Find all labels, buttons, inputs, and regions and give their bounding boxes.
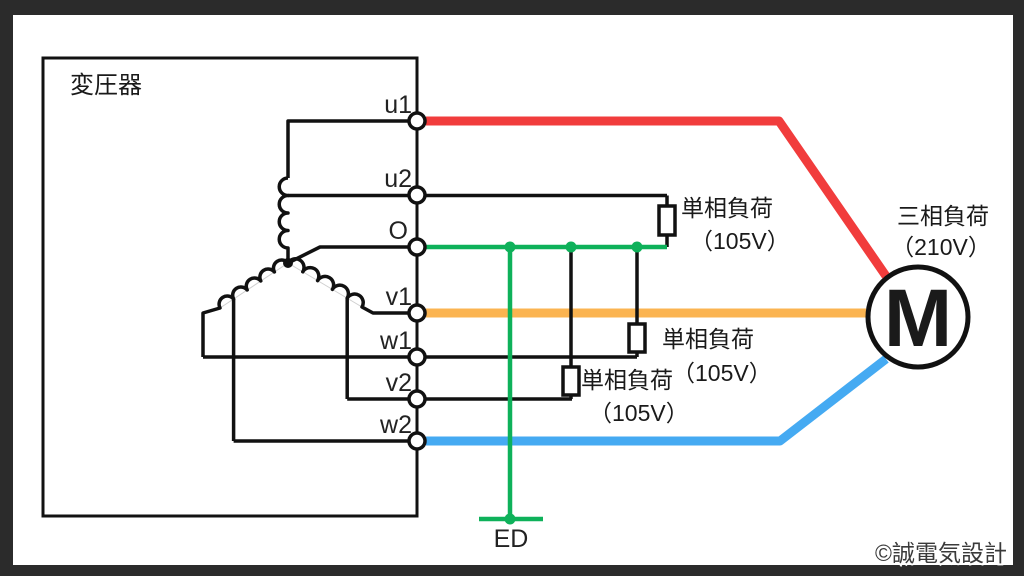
junction-dot — [504, 241, 516, 253]
left-coil-axis — [219, 262, 289, 309]
load3-resistor — [561, 365, 581, 397]
transformer-box — [41, 56, 419, 518]
neutral-junction-dots — [504, 241, 643, 525]
load1-voltage: （105V） — [690, 228, 790, 254]
terminal-label-u1: u1 — [384, 91, 412, 119]
right-coil-axis — [287, 262, 363, 308]
junction-dot — [631, 241, 643, 253]
terminal-label-v1: v1 — [386, 283, 412, 311]
transformer-label: 変圧器 — [70, 72, 142, 99]
terminal-w2 — [407, 431, 427, 451]
terminal-label-o: O — [389, 217, 408, 245]
motor-circle — [865, 264, 971, 370]
junction-dot — [565, 241, 577, 253]
copyright-text: ©誠電気設計 — [875, 540, 1007, 566]
frame-top — [0, 0, 1024, 15]
coil-axis-lines — [219, 262, 363, 309]
phase-u-red-wire — [426, 116, 890, 279]
load2-name: 単相負荷 — [662, 326, 754, 352]
u1-lead-wire — [286, 119, 417, 178]
terminal-o — [407, 237, 427, 257]
frame-right — [1013, 0, 1024, 576]
terminal-w1 — [407, 347, 427, 367]
terminal-label-w1: w1 — [379, 327, 412, 355]
u-winding-coil — [277, 176, 290, 263]
motor-label: M — [884, 273, 952, 364]
terminal-label-u2: u2 — [384, 165, 412, 193]
terminal-u1 — [407, 111, 427, 131]
right-winding-coil — [286, 257, 417, 315]
load3-name: 単相負荷 — [581, 367, 673, 393]
load2-resistor — [627, 322, 647, 354]
star-point-junction — [283, 258, 293, 268]
frame-left — [0, 0, 13, 576]
terminal-label-w2: w2 — [379, 411, 412, 439]
terminal-u2 — [407, 185, 427, 205]
three-phase-load-voltage: （210V） — [891, 234, 991, 260]
load2-voltage: （105V） — [672, 360, 772, 386]
load3-voltage: （105V） — [589, 400, 689, 426]
three-phase-load-name: 三相負荷 — [897, 203, 989, 229]
junction-dot — [504, 513, 516, 525]
terminal-circles — [407, 111, 427, 451]
load1-resistor — [657, 204, 677, 237]
earth-label: ED — [494, 525, 529, 553]
phase-w-blue-wire — [426, 355, 889, 446]
frame-bottom — [0, 565, 1024, 576]
left-winding-coil — [201, 258, 290, 357]
terminal-v1 — [407, 303, 427, 323]
load-resistors — [561, 204, 677, 397]
load1-name: 単相負荷 — [681, 195, 773, 221]
terminal-label-v2: v2 — [386, 369, 412, 397]
terminal-v2 — [407, 389, 427, 409]
